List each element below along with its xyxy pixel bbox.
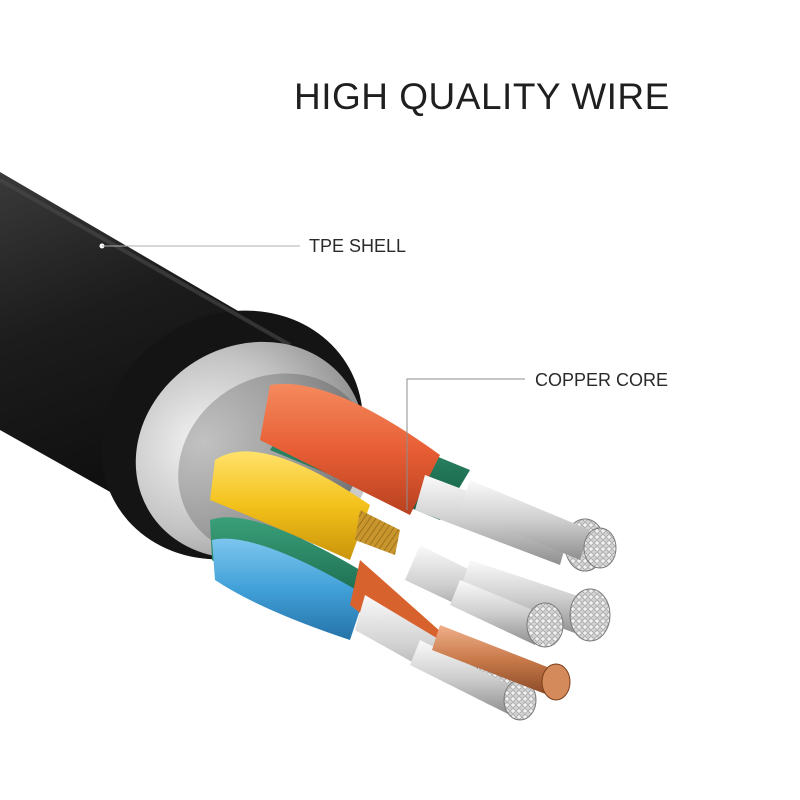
copper-core-strands	[355, 475, 617, 721]
copper-core-leader	[406, 378, 525, 510]
yellow-insulation	[210, 451, 370, 560]
tpe-shell-label: TPE SHELL	[309, 236, 407, 256]
insulated-conductors	[210, 383, 470, 660]
blue-insulation	[212, 538, 365, 640]
callout-leader-lines	[99, 243, 525, 510]
copper-core-label: COPPER CORE	[535, 370, 669, 390]
heading-title: HIGH QUALITY WIRE	[294, 76, 670, 117]
orange-insulation	[260, 383, 440, 515]
braid-shield	[355, 510, 400, 555]
